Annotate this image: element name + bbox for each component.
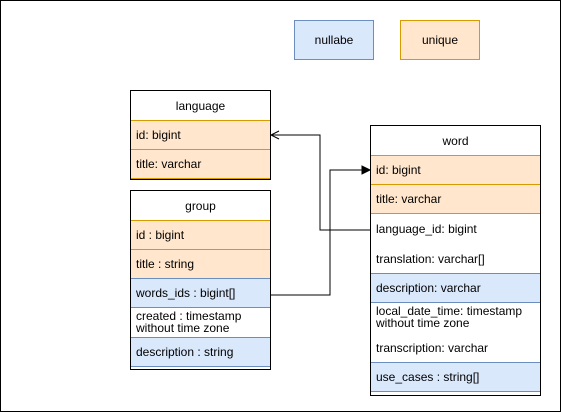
field-word-transcription: transcription: varchar [371,333,540,363]
relation-words-ids-arrowhead [361,165,372,175]
legend-unique-label: unique [421,33,459,47]
table-group-header: group [131,191,270,221]
table-language[interactable]: language id: bigint title: varchar [130,90,271,180]
field-group-created: created : timestamp without time zone [131,308,270,338]
field-group-words-ids: words_ids : bigint[] [131,278,270,308]
relation-language-arrowhead [269,130,280,140]
relation-language-id [271,134,370,231]
field-language-id: id: bigint [131,120,270,150]
relation-words-ids [271,169,362,296]
table-language-header: language [131,91,270,121]
legend-unique: unique [400,20,480,60]
table-word[interactable]: word id: bigint title: varchar language_… [370,125,541,396]
field-word-translation: translation: varchar[] [371,244,540,274]
field-word-local-date-time: local_date_time: timestamp without time … [371,303,540,333]
field-word-description: description: varchar [371,273,540,303]
field-group-description: description : string [131,337,270,367]
legend-nullable-label: nullabe [314,33,354,47]
field-word-title: title: varchar [371,184,540,214]
table-word-header: word [371,126,540,156]
field-word-use-cases: use_cases : string[] [371,362,540,392]
table-group[interactable]: group id : bigint title : string words_i… [130,190,271,370]
field-group-id: id : bigint [131,220,270,250]
field-group-title: title : string [131,249,270,279]
legend-nullable: nullabe [294,20,374,60]
field-word-language-id: language_id: bigint [371,214,540,244]
field-word-id: id: bigint [371,155,540,185]
field-language-title: title: varchar [131,149,270,179]
